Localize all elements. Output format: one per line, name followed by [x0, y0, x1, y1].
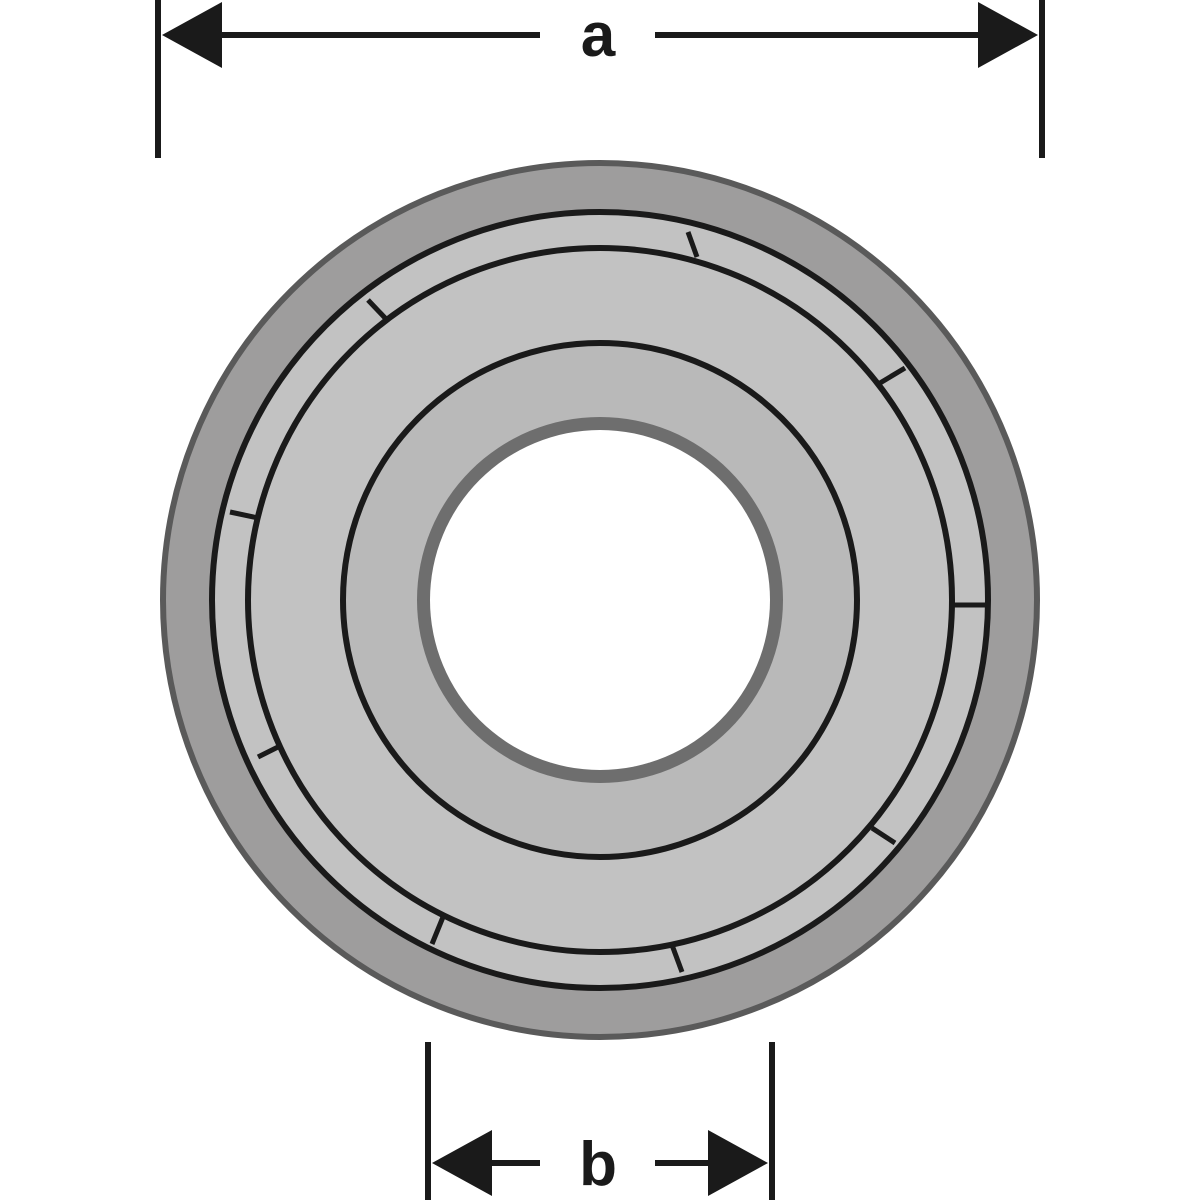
dimension-a-label: a [581, 1, 616, 70]
shield-segment-marks [229, 231, 985, 973]
dimension-b-arrow-right [708, 1130, 768, 1196]
dimension-b-label: b [579, 1130, 617, 1199]
dimension-a: a [155, 0, 1045, 158]
bore-hole [430, 430, 770, 770]
bearing [160, 160, 1040, 1040]
shield-groove [245, 245, 955, 955]
dimension-b: b [425, 1042, 775, 1200]
dimension-a-arrow-left [162, 2, 222, 68]
dimension-a-arrow-right [978, 2, 1038, 68]
dimension-b-arrow-left [432, 1130, 492, 1196]
